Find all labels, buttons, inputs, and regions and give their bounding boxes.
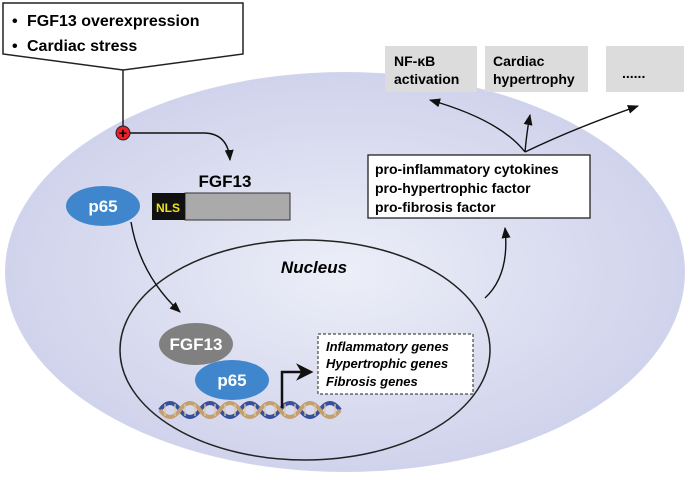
gene-line-1: Inflammatory genes bbox=[326, 339, 449, 354]
p65-cytoplasm-label: p65 bbox=[88, 197, 117, 216]
nls-label: NLS bbox=[156, 201, 180, 215]
outcome-3-line-1: ...... bbox=[622, 65, 645, 81]
outcome-1-line-1: NF-κB bbox=[394, 53, 435, 69]
gene-line-2: Hypertrophic genes bbox=[326, 356, 448, 371]
nls-box bbox=[152, 193, 185, 220]
outcome-box-3 bbox=[606, 46, 684, 92]
stimulus-bullet-2: • bbox=[12, 38, 18, 55]
outcome-1-line-2: activation bbox=[394, 71, 459, 87]
secretion-arrow bbox=[484, 226, 511, 299]
factor-line-1: pro-inflammatory cytokines bbox=[375, 161, 559, 177]
outcome-box-2 bbox=[485, 46, 588, 92]
p65-nuclear bbox=[195, 360, 269, 400]
fgf13-nuclear bbox=[159, 323, 233, 365]
outcome-2-line-1: Cardiac bbox=[493, 53, 545, 69]
fgf13-label: FGF13 bbox=[199, 172, 252, 191]
plus-symbol: + bbox=[119, 125, 127, 141]
factor-line-2: pro-hypertrophic factor bbox=[375, 180, 531, 196]
p65-cytoplasm bbox=[66, 186, 140, 226]
fgf13-bar bbox=[184, 192, 291, 221]
p65-nuclear-label: p65 bbox=[217, 371, 246, 390]
stimulus-text-1: FGF13 overexpression bbox=[27, 13, 200, 30]
outcome-box-1 bbox=[385, 46, 477, 92]
stimuli-box bbox=[2, 2, 244, 71]
dna-helix bbox=[158, 401, 342, 419]
factor-line-3: pro-fibrosis factor bbox=[375, 199, 496, 215]
fgf13-nuclear-label: FGF13 bbox=[170, 335, 223, 354]
translocation-arrow bbox=[130, 221, 181, 313]
nucleus-label: Nucleus bbox=[281, 258, 347, 277]
stimulus-bullet-1: • bbox=[12, 13, 18, 30]
branching-arrows bbox=[428, 98, 640, 153]
factors-box bbox=[367, 154, 591, 219]
transcription-arrow bbox=[280, 363, 314, 408]
stimulus-text-2: Cardiac stress bbox=[27, 38, 137, 55]
gene-line-3: Fibrosis genes bbox=[326, 374, 418, 389]
activation-arrow bbox=[130, 132, 234, 162]
genes-box bbox=[317, 333, 474, 395]
nucleus-ellipse bbox=[119, 239, 491, 461]
outcome-2-line-2: hypertrophy bbox=[493, 71, 575, 87]
